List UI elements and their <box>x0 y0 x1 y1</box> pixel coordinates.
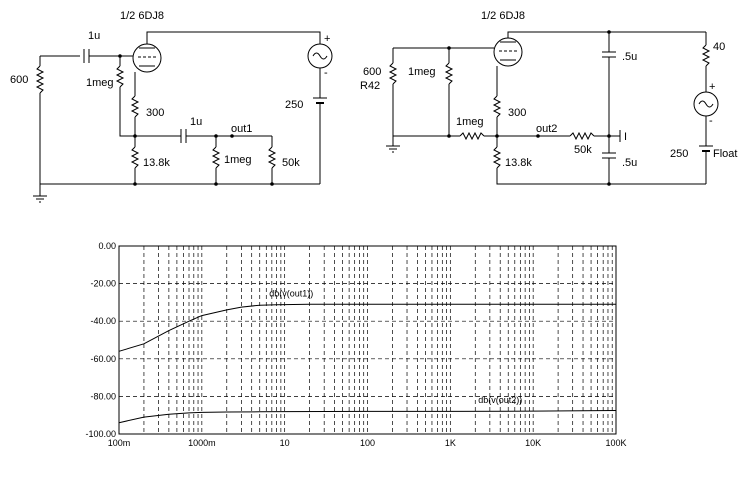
r-in-label: 600 <box>10 74 28 86</box>
x-tick-label: 1000m <box>188 438 216 448</box>
x-tick-label: 100K <box>605 438 626 448</box>
plate-wire-2 <box>507 31 706 38</box>
x-tick-label: 100m <box>108 438 131 448</box>
plot-ticks: 100m 1000m 10 100 1K 10K 100K 0.00 -20.00 -40.00 -… <box>85 241 626 448</box>
y-tick-label: 0.00 <box>98 241 116 251</box>
r-series-label: 50k <box>574 144 592 156</box>
c-top-label: .5u <box>622 51 637 63</box>
r-bias-label: 13.8k <box>143 157 170 169</box>
r-grid2a-resistor <box>444 62 454 85</box>
c-out-capacitor <box>180 129 187 143</box>
supply1-label: 250 <box>285 99 303 111</box>
r-cathode-resistor <box>130 95 140 118</box>
c-bottom-label: .5u <box>622 157 637 169</box>
battery-icon <box>313 97 327 104</box>
probe-label: I <box>624 131 627 143</box>
r-cathode2-label: 300 <box>508 107 526 119</box>
plot-grid <box>119 246 616 434</box>
circuit-2: 1/2 6DJ8 600 R42 1meg 1meg 300 out2 13.8… <box>360 10 737 186</box>
x-tick-label: 10K <box>525 438 541 448</box>
supply2-mode: Float <box>713 148 737 160</box>
r-grid2b-resistor <box>459 131 485 141</box>
r-grid-resistor <box>115 65 125 88</box>
c-in-label: 1u <box>88 30 100 42</box>
series-label-1: db(v(out1)) <box>269 288 313 298</box>
tube1-label: 1/2 6DJ8 <box>120 10 164 22</box>
r-load2-resistor <box>267 146 277 169</box>
supply2-label: 250 <box>670 148 688 160</box>
y-tick-label: -60.00 <box>90 354 116 364</box>
y-tick-label: -100.00 <box>85 429 116 439</box>
out2-label: out2 <box>536 123 557 135</box>
circuit-1: 1/2 6DJ8 600 1u 1meg 300 1u out1 13.8k 1… <box>10 10 333 203</box>
c-in-capacitor <box>83 49 90 63</box>
r-load2-label: 50k <box>282 157 300 169</box>
r-cathode2-resistor <box>492 95 502 118</box>
series-line-2 <box>118 410 617 424</box>
y-tick-label: -40.00 <box>90 316 116 326</box>
ground-icon-2 <box>386 145 400 153</box>
r-in2-label: 600 <box>363 66 381 78</box>
ground-rail-2 <box>496 168 706 185</box>
supply1-plus: + <box>324 33 330 45</box>
supply2-minus: - <box>709 115 713 127</box>
r-in2-resistor <box>388 62 398 85</box>
ac-source-icon <box>307 43 333 69</box>
r-bias-resistor <box>130 146 140 169</box>
r-in2-name: R42 <box>360 80 380 92</box>
r-load1-resistor <box>211 146 221 169</box>
x-tick-label: 100 <box>360 438 375 448</box>
r-supply-label: 40 <box>713 41 725 53</box>
x-tick-label: 1K <box>445 438 456 448</box>
supply2-plus: + <box>709 81 715 93</box>
plot-traces: db(v(out1)) db(v(out2)) <box>118 288 617 424</box>
y-tick-label: -80.00 <box>90 391 116 401</box>
y-tick-label: -20.00 <box>90 279 116 289</box>
series-label-2: db(v(out2)) <box>478 395 522 405</box>
out1-label: out1 <box>231 123 252 135</box>
r-cathode-label: 300 <box>146 107 164 119</box>
r-bias2-label: 13.8k <box>505 157 532 169</box>
r-bias2-resistor <box>492 146 502 169</box>
c-top-capacitor <box>602 51 616 58</box>
c-bottom-capacitor <box>602 152 616 159</box>
c-out-label: 1u <box>190 116 202 128</box>
series-line-1 <box>118 303 616 352</box>
ground-icon <box>33 195 47 203</box>
plate-wire-1 <box>146 31 321 44</box>
r-load1-label: 1meg <box>224 154 252 166</box>
battery-icon-2 <box>699 145 713 152</box>
r-supply-resistor <box>701 44 711 67</box>
r-series-resistor <box>569 131 595 141</box>
triode-tube-icon-2 <box>493 37 523 67</box>
r-in-resistor <box>35 65 45 94</box>
supply1-minus: - <box>324 67 328 79</box>
triode-tube-icon <box>132 43 162 73</box>
x-tick-label: 10 <box>280 438 290 448</box>
r-grid-label: 1meg <box>86 77 114 89</box>
r-grid2a-label: 1meg <box>408 66 436 78</box>
ac-source-icon-2 <box>693 91 719 117</box>
tube2-label: 1/2 6DJ8 <box>481 10 525 22</box>
r-grid2b-label: 1meg <box>456 116 484 128</box>
